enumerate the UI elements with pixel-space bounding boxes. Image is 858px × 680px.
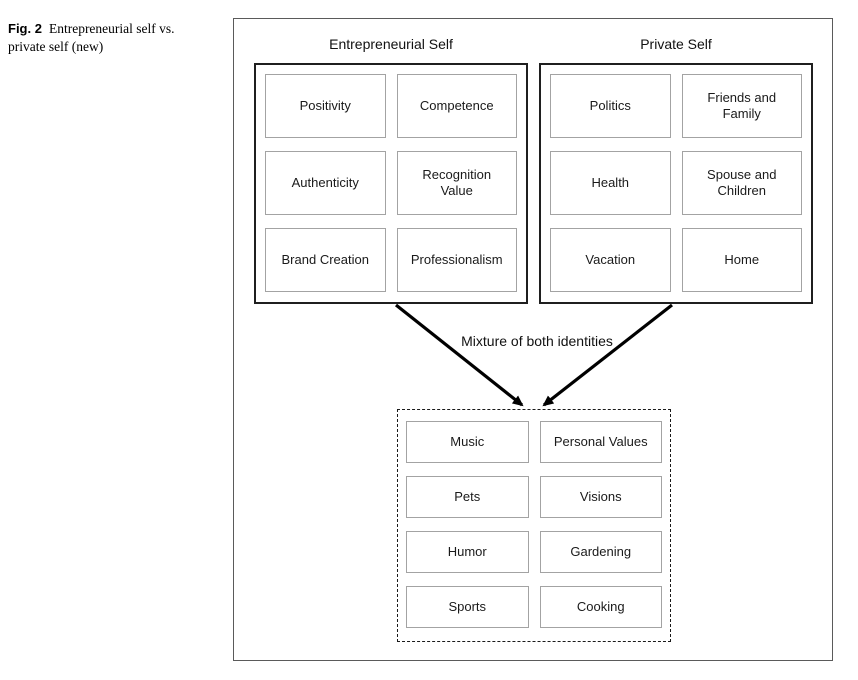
mixture-item-sports: Sports <box>406 586 529 628</box>
figure-caption-text: Entrepreneurial self vs. private self (n… <box>8 21 175 54</box>
private-self-grid: Politics Friends and Family Health Spous… <box>541 65 811 301</box>
private-item-friends-and-family: Friends and Family <box>681 74 802 138</box>
entrepreneurial-self-grid: Positivity Competence Authenticity Recog… <box>256 65 526 301</box>
right-arrow <box>542 303 673 407</box>
entrepreneurial-item-recognition-value: Recognition Value <box>396 151 517 215</box>
private-item-home: Home <box>681 228 802 292</box>
figure-number-label: Fig. 2 <box>8 21 42 36</box>
mixture-item-music: Music <box>406 421 529 463</box>
private-item-vacation: Vacation <box>550 228 671 292</box>
mixture-item-pets: Pets <box>406 476 529 518</box>
entrepreneurial-item-professionalism: Professionalism <box>396 228 517 292</box>
entrepreneurial-item-competence: Competence <box>396 74 517 138</box>
mixture-item-visions: Visions <box>539 476 662 518</box>
mixture-item-gardening: Gardening <box>539 531 662 573</box>
private-item-spouse-and-children: Spouse and Children <box>681 151 802 215</box>
mixture-item-humor: Humor <box>406 531 529 573</box>
private-item-health: Health <box>550 151 671 215</box>
entrepreneurial-item-brand-creation: Brand Creation <box>265 228 386 292</box>
private-item-politics: Politics <box>550 74 671 138</box>
entrepreneurial-item-authenticity: Authenticity <box>265 151 386 215</box>
figure-frame: Entrepreneurial Self Private Self Positi… <box>233 18 833 661</box>
mixture-box: Music Personal Values Pets Visions Humor… <box>397 409 671 642</box>
mixture-grid: Music Personal Values Pets Visions Humor… <box>398 410 670 639</box>
private-self-title: Private Self <box>640 36 712 52</box>
entrepreneurial-item-positivity: Positivity <box>265 74 386 138</box>
mixture-item-cooking: Cooking <box>539 586 662 628</box>
left-arrow <box>395 303 524 407</box>
converging-arrows <box>395 303 673 407</box>
entrepreneurial-self-box: Positivity Competence Authenticity Recog… <box>254 63 528 304</box>
entrepreneurial-self-title: Entrepreneurial Self <box>329 36 453 52</box>
mixture-item-personal-values: Personal Values <box>539 421 662 463</box>
private-self-box: Politics Friends and Family Health Spous… <box>539 63 813 304</box>
mixture-arrow-label: Mixture of both identities <box>461 333 613 349</box>
